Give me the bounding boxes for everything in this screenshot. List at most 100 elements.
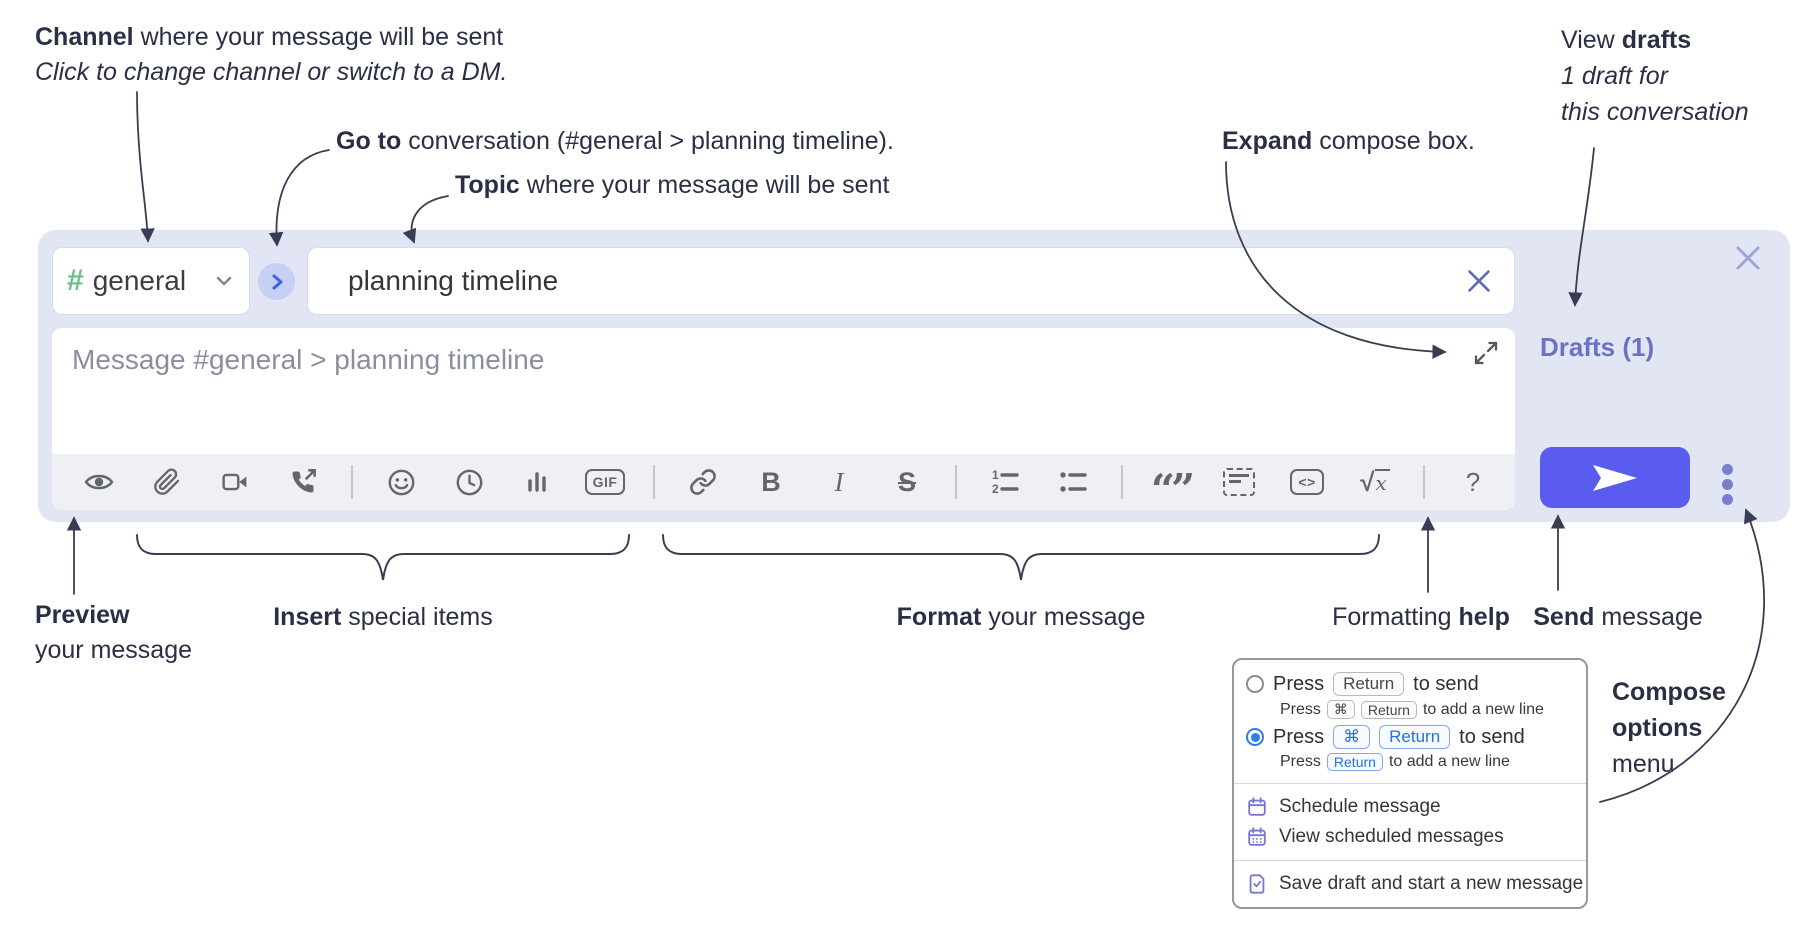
preview-annotation-bold: Preview xyxy=(35,601,130,629)
radio-selected-icon[interactable] xyxy=(1246,728,1264,746)
formatting-help-annotation-pre: Formatting xyxy=(1332,603,1459,631)
toolbar-divider xyxy=(343,465,361,499)
menu-divider xyxy=(1234,860,1586,861)
topic-input[interactable] xyxy=(346,264,1466,298)
compose-options-annotation-l3: menu xyxy=(1612,750,1675,778)
option-post: to send xyxy=(1459,725,1525,748)
save-draft-icon xyxy=(1246,873,1268,895)
menu-item-view-scheduled[interactable]: View scheduled messages xyxy=(1234,822,1586,852)
goto-annotation-rest: conversation (#general > planning timeli… xyxy=(401,127,894,155)
preview-icon[interactable] xyxy=(71,460,127,504)
send-option-cmd-return[interactable]: Press ⌘ Return to send xyxy=(1234,723,1586,751)
chevron-right-icon xyxy=(267,272,287,292)
close-compose-icon[interactable] xyxy=(1734,244,1762,272)
toolbar-divider xyxy=(645,465,663,499)
formatting-help-annotation: Formatting help xyxy=(1332,600,1510,635)
expand-annotation-bold: Expand xyxy=(1222,127,1313,155)
code-icon[interactable]: <> xyxy=(1279,460,1335,504)
compose-options-annotation-l2: options xyxy=(1612,714,1703,742)
add-global-time-icon[interactable] xyxy=(441,460,497,504)
add-poll-icon[interactable] xyxy=(509,460,565,504)
format-annotation-rest: your message xyxy=(981,603,1146,631)
drafts-annotation-line3: this conversation xyxy=(1561,98,1749,126)
math-x-glyph: x xyxy=(1374,469,1390,495)
add-gif-icon[interactable]: GIF xyxy=(577,460,633,504)
brace-insert xyxy=(136,534,630,581)
topic-annotation: Topic where your message will be sent xyxy=(455,168,889,203)
calendar-dots-icon xyxy=(1246,826,1268,848)
preview-annotation: Preview your message xyxy=(35,598,192,668)
menu-item-schedule-message[interactable]: Schedule message xyxy=(1234,792,1586,822)
insert-link-icon[interactable] xyxy=(675,460,731,504)
option-sub-pre: Press xyxy=(1280,700,1321,718)
italic-icon[interactable]: I xyxy=(811,460,867,504)
message-area xyxy=(52,328,1515,454)
bold-icon[interactable]: B xyxy=(743,460,799,504)
option-pre: Press xyxy=(1273,725,1325,748)
channel-annotation-rest: where your message will be sent xyxy=(133,23,504,51)
send-annotation: Send message xyxy=(1533,600,1703,635)
math-icon[interactable]: √x xyxy=(1347,460,1403,504)
insert-annotation-bold: Insert xyxy=(273,603,342,631)
expand-annotation: Expand compose box. xyxy=(1222,124,1475,159)
menu-item-label: Schedule message xyxy=(1279,796,1441,817)
channel-annotation-bold: Channel xyxy=(35,23,134,51)
toolbar-divider xyxy=(947,465,965,499)
key-chip-cmd: ⌘ xyxy=(1333,725,1371,749)
bulleted-list-icon[interactable] xyxy=(1045,460,1101,504)
send-annotation-bold: Send xyxy=(1533,603,1595,631)
drafts-annotation-pre: View xyxy=(1561,26,1622,54)
expand-compose-icon[interactable] xyxy=(1473,340,1499,371)
menu-item-save-draft[interactable]: Save draft and start a new message xyxy=(1234,869,1586,899)
code-glyph: <> xyxy=(1290,469,1324,495)
compose-options-annotation: Compose options menu xyxy=(1612,674,1726,782)
format-annotation: Format your message xyxy=(897,600,1146,635)
channel-selector[interactable]: # general xyxy=(52,247,250,315)
topic-annotation-rest: where your message will be sent xyxy=(519,171,890,199)
expand-annotation-rest: compose box. xyxy=(1312,127,1475,155)
format-annotation-bold: Format xyxy=(896,603,982,631)
send-option-return[interactable]: Press Return to send xyxy=(1234,670,1586,698)
go-to-conversation-button[interactable] xyxy=(258,263,295,300)
gif-label: GIF xyxy=(584,469,626,495)
compose-options-button[interactable] xyxy=(1718,460,1737,509)
toolbar-divider xyxy=(1415,465,1433,499)
math-root-glyph: √ xyxy=(1360,466,1375,497)
compose-box: # general xyxy=(38,230,1790,522)
radio-unselected-icon[interactable] xyxy=(1246,675,1264,693)
topic-input-wrap xyxy=(307,247,1515,315)
channel-annotation: Channel where your message will be sent … xyxy=(35,20,507,90)
paper-plane-icon xyxy=(1590,461,1640,495)
italic-glyph: I xyxy=(834,466,844,497)
option-sub-post: to add a new line xyxy=(1388,753,1510,770)
spoiler-icon[interactable] xyxy=(1211,460,1267,504)
channel-annotation-sub: Click to change channel or switch to a D… xyxy=(35,58,508,86)
key-chip-return: Return xyxy=(1326,753,1383,771)
preview-annotation-line2: your message xyxy=(35,636,193,664)
menu-item-label: Save draft and start a new message xyxy=(1279,873,1584,894)
strikethrough-icon[interactable]: S xyxy=(879,460,935,504)
brace-format xyxy=(662,534,1380,581)
option-post: to send xyxy=(1413,672,1479,695)
message-input[interactable] xyxy=(52,328,1515,454)
drafts-annotation-bold: drafts xyxy=(1621,26,1692,54)
drafts-link[interactable]: Drafts (1) xyxy=(1540,332,1655,362)
start-voice-call-icon[interactable] xyxy=(275,460,331,504)
key-chip-return: Return xyxy=(1379,725,1451,749)
start-video-call-icon[interactable] xyxy=(207,460,263,504)
send-button[interactable] xyxy=(1540,447,1690,508)
compose-options-menu: Press Return to send Press ⌘ Return to a… xyxy=(1232,658,1588,909)
formatting-help-icon[interactable]: ? xyxy=(1445,460,1501,504)
quote-icon[interactable]: “” xyxy=(1143,460,1199,511)
menu-divider xyxy=(1234,783,1586,784)
svg-text:2: 2 xyxy=(992,482,999,495)
topic-annotation-bold: Topic xyxy=(455,171,520,199)
clear-topic-icon[interactable] xyxy=(1466,268,1492,294)
drafts-annotation-line2: 1 draft for xyxy=(1561,62,1668,90)
attach-file-icon[interactable] xyxy=(139,460,195,504)
key-chip-return: Return xyxy=(1333,672,1405,696)
add-emoji-icon[interactable] xyxy=(373,460,429,504)
send-annotation-rest: message xyxy=(1594,603,1703,631)
